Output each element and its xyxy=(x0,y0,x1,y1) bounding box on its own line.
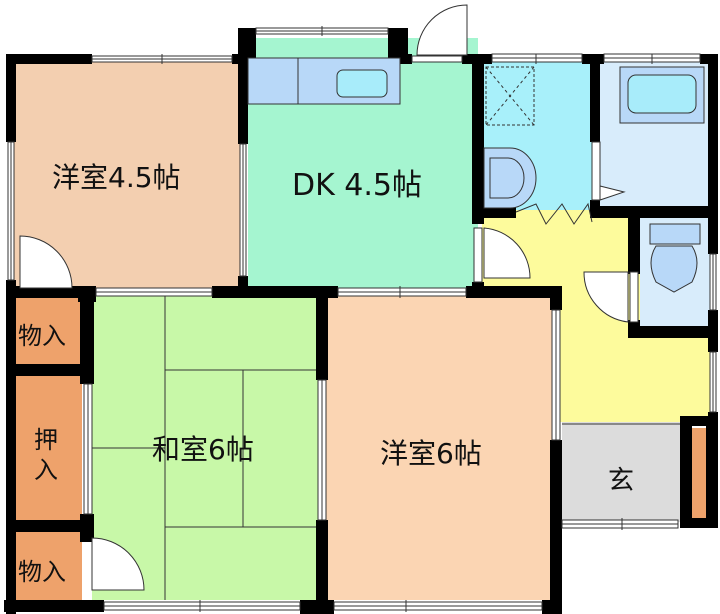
storage-lower-label: 物入 xyxy=(18,558,66,586)
closet xyxy=(14,376,82,520)
western-room-6 xyxy=(326,296,552,600)
entrance xyxy=(562,422,686,522)
entrance-label: 玄 xyxy=(608,466,635,496)
closet-label-line1: 押 xyxy=(34,426,58,454)
closet-label-line2: 入 xyxy=(34,456,58,484)
dining-kitchen-label: DK 4.5帖 xyxy=(292,168,423,203)
western-room-6-label: 洋室6帖 xyxy=(380,437,482,470)
storage-upper xyxy=(14,298,82,364)
storage-lower xyxy=(14,532,82,600)
japanese-room-label: 和室6帖 xyxy=(152,433,254,466)
storage-upper-label: 物入 xyxy=(18,322,66,350)
western-room-4-5-label: 洋室4.5帖 xyxy=(52,161,181,194)
shoe-box xyxy=(692,428,708,522)
